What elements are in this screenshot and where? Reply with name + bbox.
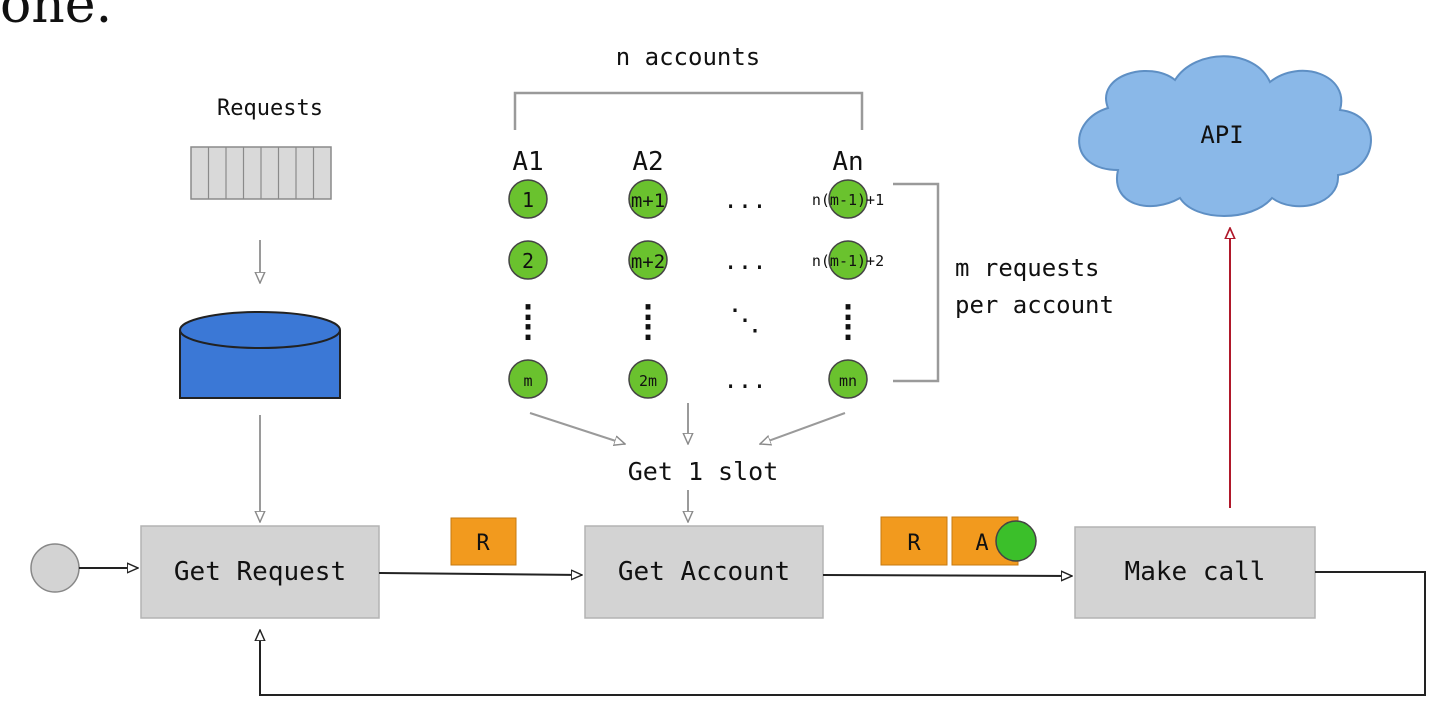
m-requests-bracket [893, 182, 940, 383]
api-label: API [1200, 121, 1243, 149]
diagonal-dots: ⋱ [730, 303, 760, 338]
column-vdots: : [839, 313, 857, 348]
column-vdots: : [639, 293, 657, 328]
column-vdots: : [519, 293, 537, 328]
get-account-label: Get Account [618, 557, 790, 587]
request-token [880, 516, 948, 566]
get-request-box [140, 525, 380, 619]
slot-circle [508, 359, 548, 399]
row-ellipsis: ... [723, 366, 766, 394]
slot-label: 1 [522, 188, 534, 212]
slot-label: m+2 [631, 251, 665, 273]
slot-circle [828, 359, 868, 399]
slot-label: 2m [639, 372, 657, 390]
api-cloud [1078, 55, 1372, 217]
n-accounts-label: n accounts [616, 43, 761, 71]
request-token [450, 517, 517, 566]
slot-label: mn [839, 372, 857, 390]
slot-circle [628, 179, 668, 219]
get-request-label: Get Request [174, 557, 346, 587]
request-queue [190, 146, 332, 200]
m-requests-label: m requests [955, 254, 1100, 282]
n-accounts-bracket [513, 91, 864, 130]
row-ellipsis: ... [723, 186, 766, 214]
top-cutoff-text: one. [0, 0, 112, 35]
loop-back-arrow [260, 571, 1426, 696]
make-call-label: Make call [1125, 557, 1266, 587]
account-header-an: An [832, 147, 863, 177]
column-vdots: : [639, 313, 657, 348]
slot-circle [628, 359, 668, 399]
slot-circle [628, 240, 668, 280]
account-header-a1: A1 [512, 147, 543, 177]
account-slot-circle [995, 520, 1037, 562]
get-one-slot-label: Get 1 slot [628, 457, 779, 486]
account-token-label: A [975, 531, 988, 556]
get-account-box [584, 525, 824, 619]
slot-label: m+1 [631, 190, 665, 212]
slot-arrow-right [760, 412, 846, 444]
slot-circle [508, 240, 548, 280]
request-to-account-arrow [378, 573, 582, 575]
slot-circle [828, 240, 868, 280]
account-header-a2: A2 [632, 147, 663, 177]
slot-label: m [523, 372, 532, 390]
column-vdots: : [519, 313, 537, 348]
request-token-label: R [476, 531, 490, 556]
slot-circle [508, 179, 548, 219]
slot-label: n(m-1)+2 [812, 252, 884, 270]
start-node [30, 543, 80, 593]
slot-circle [828, 179, 868, 219]
column-vdots: : [839, 293, 857, 328]
slot-arrow-left [529, 412, 625, 444]
per-account-label: per account [955, 291, 1114, 319]
slot-label: n(m-1)+1 [812, 191, 884, 209]
requests-label: Requests [217, 96, 323, 121]
row-ellipsis: ... [723, 247, 766, 275]
make-call-box [1074, 526, 1316, 619]
slot-label: 2 [522, 249, 534, 273]
account-to-call-arrow [822, 575, 1072, 576]
database-icon [179, 311, 341, 399]
request-token-label: R [907, 531, 921, 556]
